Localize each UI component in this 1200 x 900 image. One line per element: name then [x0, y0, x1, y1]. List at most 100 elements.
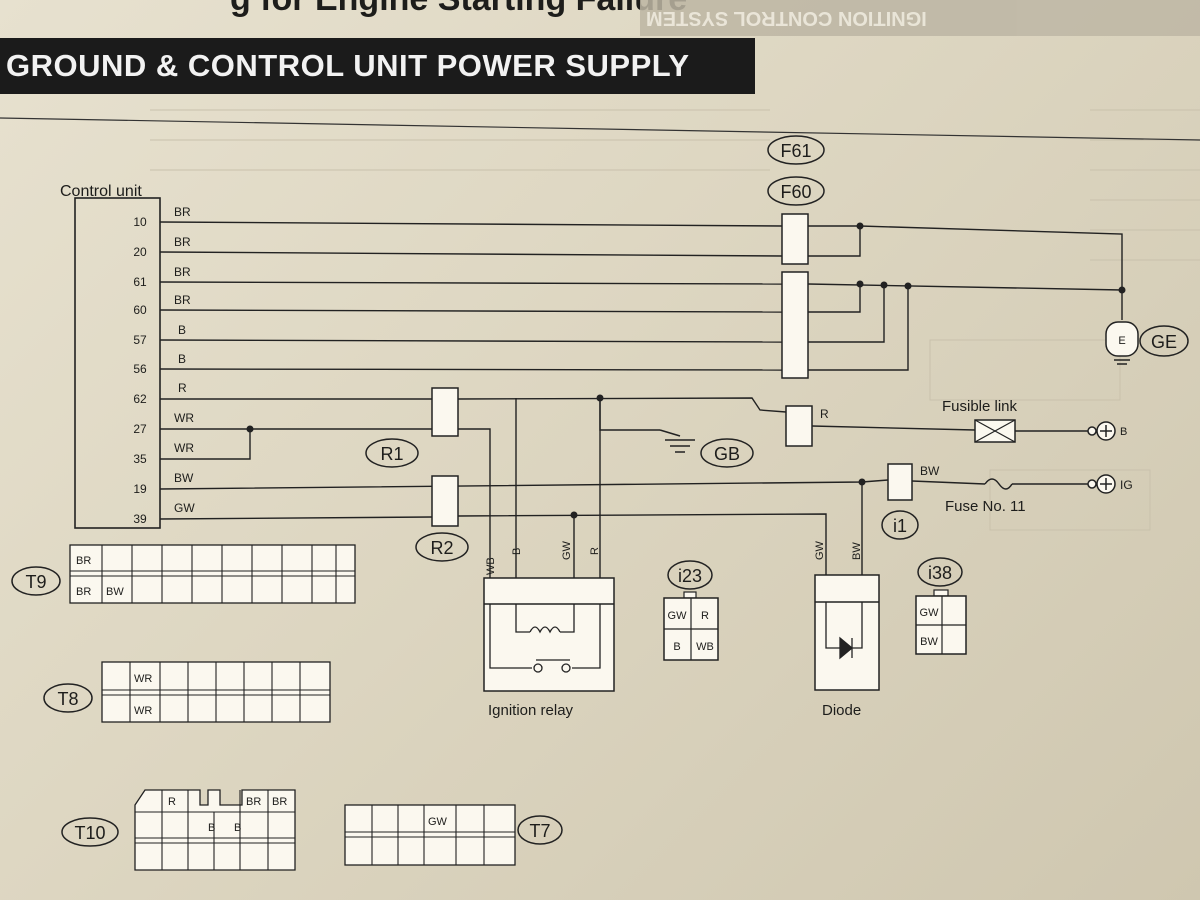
- wire-pin20: [159, 251, 783, 257]
- relay-internal: [489, 604, 532, 669]
- wire-pin35: [160, 429, 251, 460]
- t10-cell: BR: [272, 796, 287, 808]
- i23-cell: B: [673, 641, 680, 653]
- wire-label-39: GW: [174, 501, 195, 515]
- ignition-relay-label: Ignition relay: [488, 702, 574, 719]
- t8-cell: WR: [134, 705, 152, 717]
- pin-10: 10: [133, 215, 147, 229]
- t10-connector-face: [134, 789, 296, 871]
- i38-label: i38: [928, 563, 952, 583]
- wire-label-56: B: [178, 352, 186, 366]
- connector-f61-block: [781, 213, 809, 265]
- t10-label: T10: [74, 823, 105, 843]
- i38-oval: [917, 557, 963, 587]
- wire-r-to-fusible: [457, 397, 787, 413]
- ge-e-label: E: [1118, 335, 1125, 347]
- wire-fusible-in: [811, 425, 976, 431]
- t8-cell: WR: [134, 673, 152, 685]
- wire-r-relay-label: R: [820, 407, 829, 421]
- connector-r2-block: [431, 475, 459, 527]
- wire-gb: [599, 398, 660, 431]
- ge-oval: [1139, 325, 1189, 357]
- wire-f60-join-c: [808, 286, 909, 371]
- t9-cell: BR: [76, 586, 91, 598]
- connector-r1-block: [431, 387, 459, 437]
- wire-label-19: BW: [174, 471, 194, 485]
- diode-label: Diode: [822, 702, 861, 719]
- battery-b-label: B: [1120, 426, 1127, 438]
- junction-dot: [858, 478, 866, 486]
- wire-diode-gw: [457, 513, 827, 575]
- control-unit-box: [74, 197, 161, 529]
- wire-label-27: WR: [174, 411, 194, 425]
- pin-61: 61: [133, 275, 147, 289]
- wire-pin57: [159, 339, 783, 343]
- pin-20: 20: [133, 245, 147, 259]
- pin-27: 27: [133, 422, 147, 436]
- r1-oval: [365, 438, 419, 468]
- i23-cell: R: [701, 610, 709, 622]
- t9-oval: [11, 566, 61, 596]
- t7-oval: [517, 815, 563, 845]
- wire-pin60: [159, 309, 783, 313]
- relay-contact-icon: [533, 663, 543, 673]
- wire-label-61: BR: [174, 265, 191, 279]
- fuse-icon: [984, 478, 1013, 490]
- t10-cell: B: [208, 822, 215, 834]
- relay-wire-gw: GW: [561, 540, 573, 560]
- wire-pin56: [159, 368, 783, 371]
- gb-label: GB: [714, 444, 740, 464]
- junction-dot: [246, 425, 254, 433]
- junction-dot: [1118, 286, 1126, 294]
- wire-label-57: B: [178, 323, 186, 337]
- wire-pin61: [159, 281, 783, 285]
- fuse-no11-label: Fuse No. 11: [945, 498, 1026, 515]
- junction-dot: [904, 282, 912, 290]
- terminal-dot: [1087, 426, 1097, 436]
- f61-oval: [767, 135, 825, 165]
- ge-ground-icon: [1105, 321, 1139, 357]
- t9-cell: BW: [106, 586, 124, 598]
- r2-label: R2: [430, 538, 453, 558]
- pin-62: 62: [133, 392, 147, 406]
- t7-cell: GW: [428, 816, 448, 828]
- relay-contact-icon: [561, 663, 571, 673]
- wire-label-10: BR: [174, 205, 191, 219]
- i23-label: i23: [678, 566, 702, 586]
- i38-cell: BW: [920, 636, 938, 648]
- junction-dot: [570, 511, 578, 519]
- diagram-title: GROUND & CONTROL UNIT POWER SUPPLY: [0, 38, 755, 94]
- t9-connector-face: [69, 544, 356, 604]
- i38-cell: GW: [920, 607, 940, 619]
- i1-oval: [881, 510, 919, 540]
- t10-cell: BR: [246, 796, 261, 808]
- relay-internal: [572, 604, 601, 669]
- t9-label: T9: [25, 572, 46, 592]
- t7-connector-face: [344, 804, 516, 866]
- wire-f61-join: [808, 226, 861, 257]
- wire-bw-i1-label: BW: [920, 464, 940, 478]
- junction-dot: [596, 394, 604, 402]
- junction-dot: [856, 280, 864, 288]
- pin-56: 56: [133, 362, 147, 376]
- t7-label: T7: [529, 821, 550, 841]
- wire-label-62: R: [178, 381, 187, 395]
- relay-wire-wb: WB: [485, 557, 497, 575]
- r1-label: R1: [380, 444, 403, 464]
- i23-cell: WB: [696, 641, 714, 653]
- wire-label-60: BR: [174, 293, 191, 307]
- pin-35: 35: [133, 452, 147, 466]
- wire-label-35: WR: [174, 441, 194, 455]
- relay-internal: [515, 604, 530, 633]
- wire-f60-join-b: [808, 285, 885, 343]
- f60-oval: [767, 176, 825, 206]
- top-border-line: [0, 117, 1200, 141]
- wire-label-20: BR: [174, 235, 191, 249]
- ge-label: GE: [1151, 332, 1177, 352]
- connector-i1-block: [887, 463, 913, 501]
- junction-dot: [880, 281, 888, 289]
- terminal-dot: [1087, 479, 1097, 489]
- diode-box: [814, 574, 880, 691]
- t10-cell: B: [234, 822, 241, 834]
